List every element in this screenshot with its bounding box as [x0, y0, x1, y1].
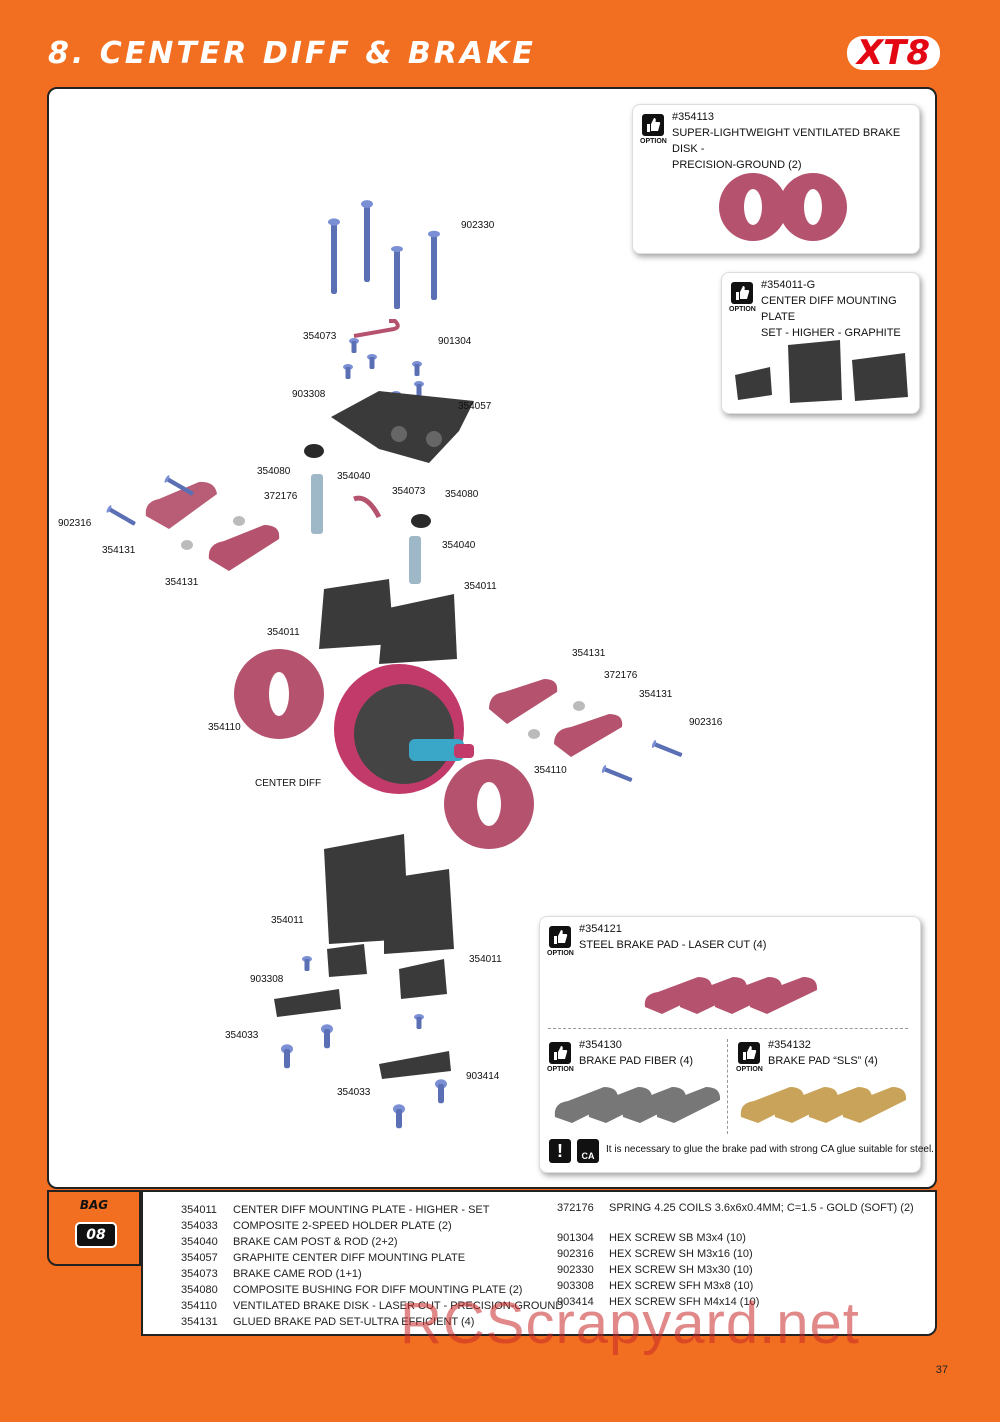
- option-tag: OPTION: [736, 1066, 763, 1073]
- callout-901304: 901304: [438, 336, 472, 347]
- option-desc: SUPER-LIGHTWEIGHT VENTILATED BRAKE DISK …: [672, 127, 901, 155]
- screw-902330-3: [391, 246, 403, 309]
- callout-354011: 354011: [464, 581, 497, 592]
- brake-disk-image: [719, 173, 847, 241]
- page-number: 37: [935, 1364, 948, 1376]
- callout-center-diff: CENTER DIFF: [255, 778, 322, 789]
- option-box-354113: OPTION #354113 SUPER-LIGHTWEIGHT VENTILA…: [632, 104, 920, 254]
- watermark: RCScrapyard.net: [400, 1291, 860, 1356]
- callout-903308-b: 903308: [250, 974, 284, 985]
- option-desc: BRAKE PAD “SLS” (4): [768, 1055, 878, 1067]
- sls-brake-pad-image: [740, 1087, 907, 1123]
- callout-354110: 354110: [208, 722, 241, 733]
- callout-354110-b: 354110: [534, 765, 567, 776]
- diagram-panel: 902330 354073 901304 903308 354057 35408…: [47, 87, 937, 1189]
- callout-902330: 902330: [461, 220, 495, 231]
- warning-icon: !: [549, 1139, 571, 1163]
- option-code: #354130: [579, 1039, 622, 1051]
- callout-354033-b: 354033: [337, 1087, 371, 1098]
- callout-354040-b: 354040: [442, 540, 476, 551]
- warning-text: It is necessary to glue the brake pad wi…: [606, 1144, 934, 1155]
- screw-902330-4: [428, 230, 440, 300]
- option-desc: STEEL BRAKE PAD - LASER CUT (4): [579, 939, 767, 951]
- callout-354011-d: 354011: [469, 954, 502, 965]
- option-code: #354113: [672, 111, 715, 123]
- thumbs-up-icon: [738, 1042, 760, 1064]
- option-code: #354121: [579, 923, 622, 935]
- bag-label: BAG: [79, 1198, 109, 1212]
- option-tag: OPTION: [640, 138, 667, 145]
- ca-glue-icon: CA: [577, 1139, 599, 1163]
- thumbs-up-icon: [731, 282, 753, 304]
- callout-354011-c: 354011: [271, 915, 304, 926]
- callout-903414: 903414: [466, 1071, 500, 1082]
- callout-903308: 903308: [292, 389, 326, 400]
- option-box-brake-pads: OPTION #354121 STEEL BRAKE PAD - LASER C…: [539, 916, 934, 1173]
- divider: [727, 1039, 728, 1134]
- callout-902316: 902316: [58, 518, 92, 529]
- fiber-brake-pad-image: [554, 1087, 721, 1123]
- callout-354011-b: 354011: [267, 627, 300, 638]
- screw-902330-2: [361, 200, 373, 282]
- callout-354040: 354040: [337, 471, 371, 482]
- option-code: #354132: [768, 1039, 811, 1051]
- option-desc-2: PRECISION-GROUND (2): [672, 159, 802, 171]
- bag-badge: BAG 08: [47, 1190, 141, 1266]
- steel-brake-pad-image: [644, 977, 818, 1014]
- option-box-354011-g: OPTION #354011-G CENTER DIFF MOUNTING PL…: [721, 272, 920, 414]
- callout-354033: 354033: [225, 1030, 259, 1041]
- callout-354080: 354080: [257, 466, 291, 477]
- thumbs-up-icon: [642, 114, 664, 136]
- callout-372176-b: 372176: [604, 670, 638, 681]
- option-tag: OPTION: [547, 1066, 574, 1073]
- option-desc: BRAKE PAD FIBER (4): [579, 1055, 694, 1067]
- option-desc-2: SET - HIGHER - GRAPHITE: [761, 327, 901, 339]
- callout-354073-b: 354073: [392, 486, 426, 497]
- divider: [548, 1028, 908, 1029]
- exploded-diagram: [105, 200, 684, 1129]
- screw-902330-1: [328, 218, 340, 294]
- callout-354131: 354131: [102, 545, 136, 556]
- mounting-plate-image: [735, 340, 908, 403]
- callout-354073: 354073: [303, 331, 337, 342]
- thumbs-up-icon: [549, 926, 571, 948]
- callout-354131-c: 354131: [572, 648, 606, 659]
- bag-number: 08: [75, 1222, 117, 1248]
- thumbs-up-icon: [549, 1042, 571, 1064]
- option-code: #354011-G: [761, 279, 816, 291]
- callout-354131-b: 354131: [165, 577, 199, 588]
- callout-354131-d: 354131: [639, 689, 673, 700]
- callout-354080-b: 354080: [445, 489, 479, 500]
- option-desc: CENTER DIFF MOUNTING PLATE: [761, 295, 897, 323]
- callout-372176: 372176: [264, 491, 298, 502]
- option-tag: OPTION: [547, 950, 574, 957]
- brand-logo: XT8: [846, 36, 940, 70]
- callout-354057: 354057: [458, 401, 492, 412]
- callout-902316-b: 902316: [689, 717, 723, 728]
- option-tag: OPTION: [729, 306, 756, 313]
- page-title: 8. CENTER DIFF & BRAKE: [48, 36, 536, 71]
